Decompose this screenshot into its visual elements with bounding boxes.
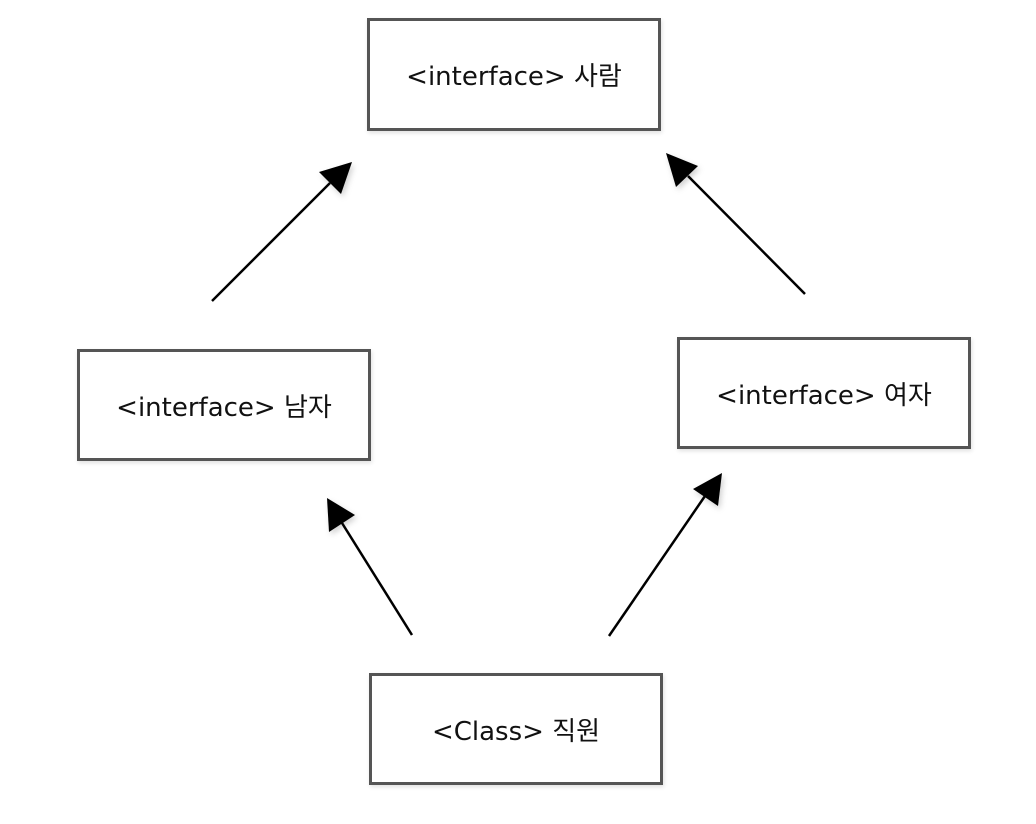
arrowhead-icon: [327, 498, 355, 532]
node-label: <Class> 직원: [431, 716, 601, 747]
arrowhead-icon: [666, 153, 698, 187]
arrowhead-icon: [319, 162, 352, 194]
edge-line: [211, 182, 331, 302]
node-label: <interface> 여자: [716, 380, 932, 411]
edge-line: [607, 495, 707, 637]
node-label: <interface> 남자: [116, 392, 332, 423]
node-label: <interface> 사람: [406, 62, 622, 92]
arrowhead-icon: [693, 473, 722, 506]
edge-staff-to-man: [327, 498, 414, 636]
edge-woman-to-person: [666, 153, 806, 295]
edge-man-to-person: [211, 162, 352, 302]
edge-staff-to-woman: [607, 473, 722, 637]
interface-person-box[interactable]: <interface> 사람: [367, 18, 661, 131]
edge-line: [340, 522, 414, 636]
interface-man-box[interactable]: <interface> 남자: [77, 349, 371, 461]
edge-line: [687, 175, 806, 295]
interface-woman-box[interactable]: <interface> 여자: [677, 337, 971, 449]
class-staff-box[interactable]: <Class> 직원: [369, 673, 663, 785]
